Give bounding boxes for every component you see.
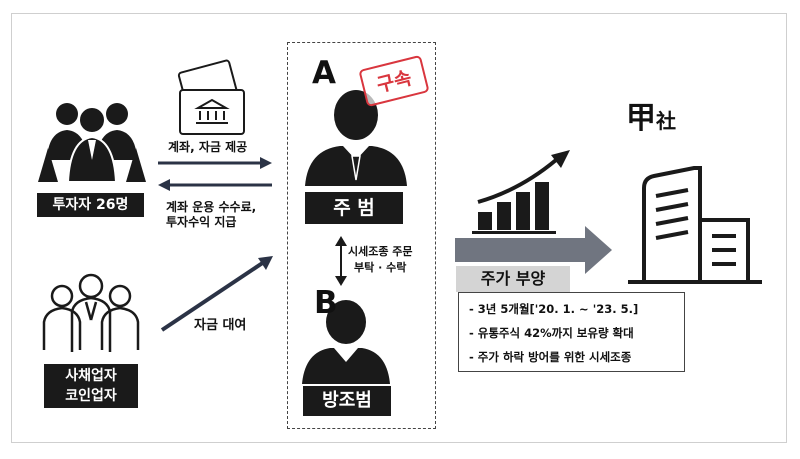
flow-manipulation-line1: 시세조종 주문 [348,245,413,258]
company-title: 甲社 [626,104,676,136]
result-arrow [455,226,612,274]
principal-label: 주 범 [305,192,403,224]
outer-frame [11,13,787,443]
result-item: - 3년 5개월['20. 1. ~ '23. 5.] [469,302,639,316]
company-title-main: 甲 [626,101,656,136]
suspects-group [287,42,436,429]
growth-chart-icon [472,150,570,234]
result-item: - 유통주식 42%까지 보유량 확대 [469,326,634,340]
flow-loan: 자금 대여 [194,318,247,333]
result-item: - 주가 하락 방어를 위한 시세조종 [469,350,632,364]
flow-fee-line2: 투자수익 지급 [166,215,237,229]
company-title-suffix: 社 [656,109,676,133]
investors-icon [38,103,146,183]
lenders-label: 사채업자 코인업자 [44,364,138,408]
accomplice-label: 방조범 [303,386,391,416]
result-details: - 3년 5개월['20. 1. ~ '23. 5.] - 유통주식 42%까지… [458,292,685,372]
accomplice-person-icon [302,300,390,384]
flow-fee-line1: 계좌 운용 수수료, [166,200,257,214]
investors-label: 투자자 26명 [37,193,144,217]
flow-account-funds: 계좌, 자금 제공 [168,140,248,154]
lenders-icon [42,273,140,352]
company-building-icon [628,166,762,284]
principal-letter: A [312,55,336,91]
result-label: 주가 부양 [456,266,570,292]
bank-card-icon [177,59,245,135]
flow-arrows [158,157,347,332]
lenders-label-line2: 코인업자 [65,388,117,404]
lenders-label-line1: 사채업자 [65,368,117,384]
principal-person-icon [305,90,407,186]
accomplice-letter: B [314,285,338,321]
flow-manipulation-line2: 부탁 · 수락 [354,261,407,274]
